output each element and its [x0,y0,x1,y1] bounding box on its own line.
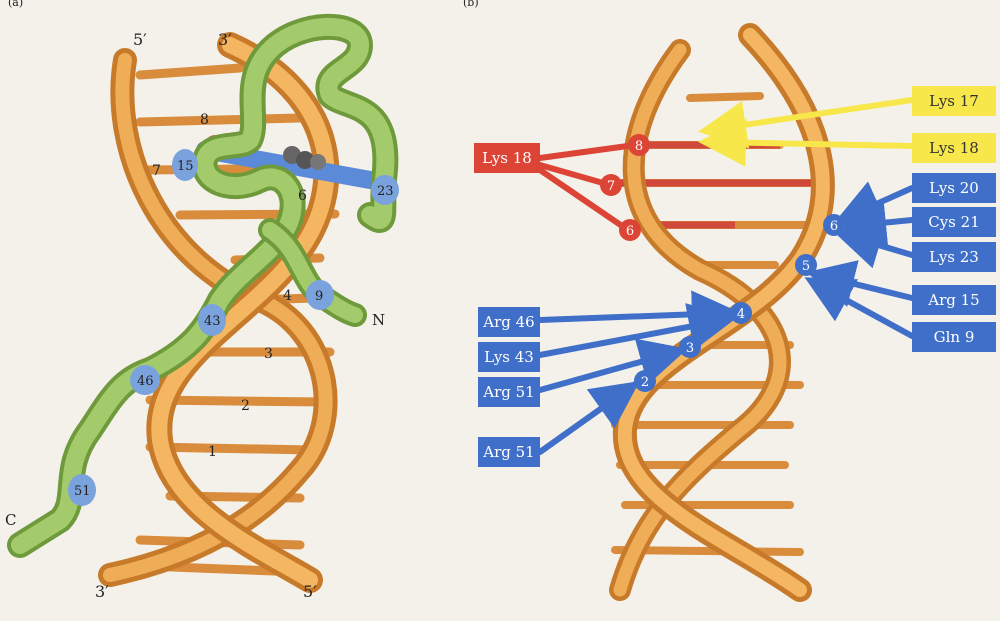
panel-b-contact-3: 3 [686,341,694,356]
label-lys-17: Lys 17 [912,86,996,116]
panel-a-dna [98,32,340,593]
panel-b-contact-6-blue: 6 [830,219,838,234]
label-arg-46: Arg 46 [478,307,540,337]
panel-a-residue-46: 46 [137,374,154,389]
panel-b-arrows [537,97,915,455]
panel-a-residue-23: 23 [377,184,394,199]
panel-a-residue-15: 15 [177,159,194,174]
label-lys-18-yellow: Lys 18 [912,133,996,163]
label-lys-23: Lys 23 [912,242,996,272]
panel-b-contact-5: 5 [802,259,810,274]
panel-a-n-terminus: N [372,311,385,329]
panel-a-bp-1: 1 [208,444,217,460]
label-cys-21: Cys 21 [912,207,996,237]
panel-a-bp-2: 2 [241,398,250,414]
panel-a-bp-4: 4 [283,288,292,304]
label-gln-9: Gln 9 [912,322,996,352]
panel-b-contact-6-red: 6 [626,224,634,239]
panel-a-end-bottom-right: 5′ [303,582,317,601]
panel-a-residue-9: 9 [315,289,323,304]
label-arg-51-b: Arg 51 [478,437,540,467]
panel-b-contact-4: 4 [737,307,745,322]
label-lys-18-red: Lys 18 [474,143,540,173]
label-lys-43: Lys 43 [478,342,540,372]
panel-b-contact-circles [600,134,845,392]
panel-a-bp-6: 6 [298,188,307,204]
panel-a-bp-3: 3 [264,346,273,362]
panel-a-residue-43: 43 [204,314,221,329]
panel-a-end-top-right: 3′ [218,30,232,49]
panel-a-protein [7,13,399,558]
panel-a-end-top-left: 5′ [133,30,147,49]
panel-b-contact-8: 8 [635,139,643,154]
panel-a-end-bottom-left: 3′ [95,582,109,601]
panel-a-bp-7: 7 [152,163,161,179]
panel-b-contact-7: 7 [607,179,615,194]
panel-a-bp-8: 8 [200,112,209,128]
panel-b-label: (b) [463,0,479,9]
label-lys-20: Lys 20 [912,173,996,203]
panel-a-c-terminus: C [5,511,16,529]
panel-a-residue-51: 51 [74,484,91,499]
panel-a-label: (a) [8,0,23,9]
panel-b-contact-2: 2 [641,375,649,390]
label-arg-51-a: Arg 51 [478,377,540,407]
label-arg-15: Arg 15 [912,285,996,315]
